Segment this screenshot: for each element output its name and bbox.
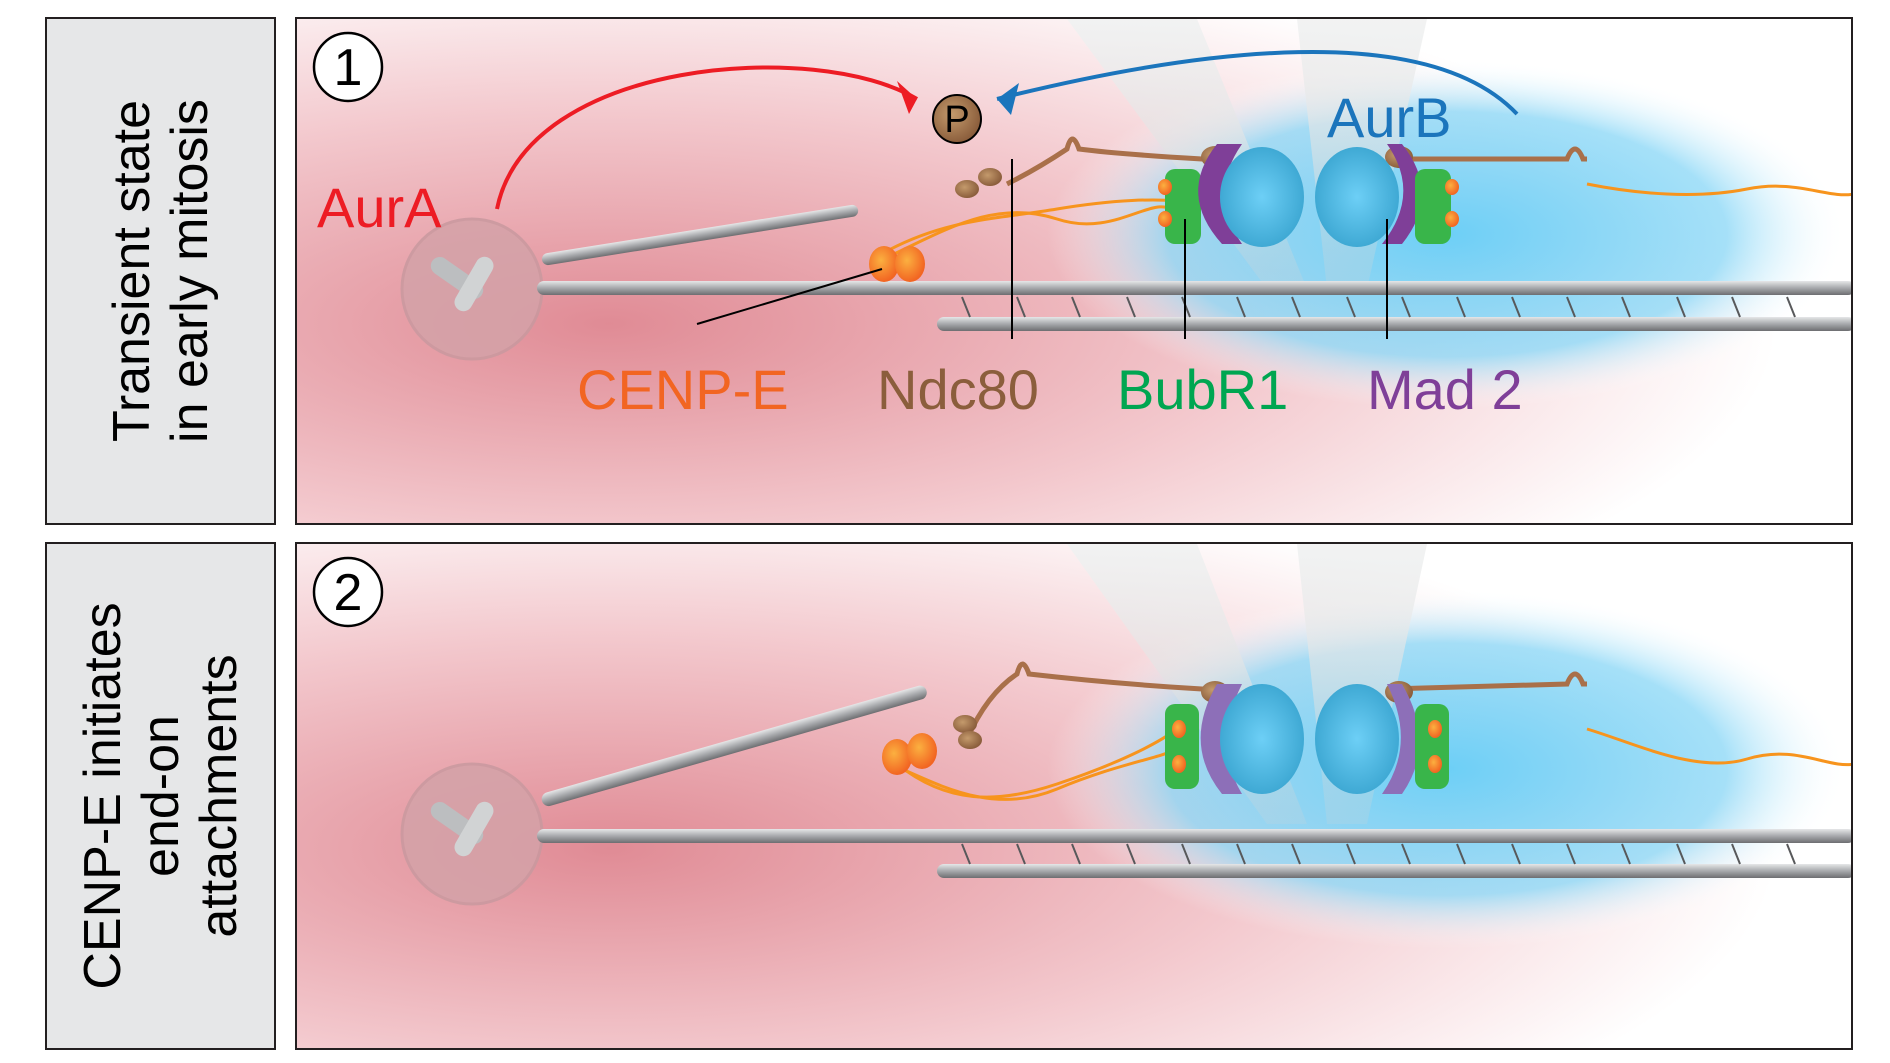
bubr1-right xyxy=(1415,704,1449,789)
bubr1-right xyxy=(1415,169,1451,244)
microtubule-end-on xyxy=(541,685,927,807)
centromere-right xyxy=(1315,684,1399,794)
phosphate-icon xyxy=(932,94,982,144)
cenpe-coil xyxy=(896,727,1178,799)
mad2-right xyxy=(1382,144,1422,244)
bubr1-left xyxy=(1165,169,1201,244)
mad2-right xyxy=(1382,684,1420,794)
cenpe-coil xyxy=(891,205,1179,257)
microtubule-main xyxy=(537,281,1851,295)
ndc80-fiber xyxy=(1005,136,1217,187)
cenpe-motor-head xyxy=(895,246,925,282)
cenpe-motor-head xyxy=(907,733,937,769)
cenpe-coil-right xyxy=(1586,727,1851,767)
ndc80-fiber xyxy=(964,661,1217,741)
ndc80-head xyxy=(955,180,979,198)
ndc80-label: Ndc80 xyxy=(877,358,1039,421)
svg-text:2: 2 xyxy=(334,564,363,622)
panel-number-badge xyxy=(312,31,384,103)
ndc80-head xyxy=(978,168,1002,186)
diagram-panel-1: P AurA AurB CENP-E Ndc80 BubR xyxy=(295,17,1853,525)
aurb-label: AurB xyxy=(1327,86,1452,149)
aurb-arrowhead-icon xyxy=(997,83,1019,115)
aura-label: AurA xyxy=(317,176,442,239)
ndc80-head xyxy=(953,715,977,733)
svg-text:1: 1 xyxy=(334,39,363,97)
cenpe-tail xyxy=(1445,179,1459,195)
bubr1-label: BubR1 xyxy=(1117,358,1288,421)
cenpe-coil-right xyxy=(1586,182,1851,197)
centromere-left xyxy=(1220,684,1304,794)
microtubule-parallel xyxy=(937,317,1851,331)
cenpe-motor-head xyxy=(869,246,899,282)
panel-number-badge xyxy=(312,556,384,628)
ndc80-fiber-right xyxy=(1386,671,1587,692)
ndc80-head xyxy=(958,731,982,749)
side-label-text-1: Transient state in early mitosis xyxy=(102,99,219,443)
centromere-right xyxy=(1315,147,1399,247)
svg-text:P: P xyxy=(944,99,969,141)
microtubule-main xyxy=(537,829,1851,843)
diagram-panel-2: 2 xyxy=(295,542,1853,1050)
cenpe-leader xyxy=(696,268,883,325)
centromere-left xyxy=(1220,147,1304,247)
centriole-pair-icon xyxy=(430,256,494,312)
microtubule-parallel xyxy=(937,864,1851,878)
ndc80-fiber-right xyxy=(1387,146,1587,162)
mad2-label: Mad 2 xyxy=(1367,358,1523,421)
cenpe-tail xyxy=(1158,179,1172,195)
centriole-pair-icon xyxy=(430,801,494,857)
microtubule-short xyxy=(541,204,859,266)
crosslinkers xyxy=(961,296,1796,318)
aurb-arrow xyxy=(996,50,1519,116)
side-label-panel-1: Transient state in early mitosis xyxy=(45,17,276,525)
cenpe-coil xyxy=(886,198,1178,253)
cenpe-tail xyxy=(1172,720,1186,738)
side-label-text-2: CENP-E initiates end-on attachments xyxy=(73,602,248,990)
cenpe-tail xyxy=(1445,211,1459,227)
cenpe-label: CENP-E xyxy=(577,358,789,421)
panel-2-illustration: 2 xyxy=(297,544,1851,1048)
side-label-panel-2: CENP-E initiates end-on attachments xyxy=(45,542,276,1050)
aura-arrow xyxy=(495,65,919,210)
cenpe-tail xyxy=(1428,755,1442,773)
aura-arrowhead-icon xyxy=(897,81,917,114)
cenpe-tail xyxy=(1428,720,1442,738)
panel-1-illustration: P AurA AurB CENP-E Ndc80 BubR xyxy=(297,19,1851,523)
cenpe-tail xyxy=(1172,755,1186,773)
crosslinkers xyxy=(961,843,1796,865)
cenpe-motor-head xyxy=(882,739,912,775)
cenpe-tail xyxy=(1158,211,1172,227)
bubr1-left xyxy=(1165,704,1199,789)
cenpe-coil xyxy=(901,747,1178,801)
